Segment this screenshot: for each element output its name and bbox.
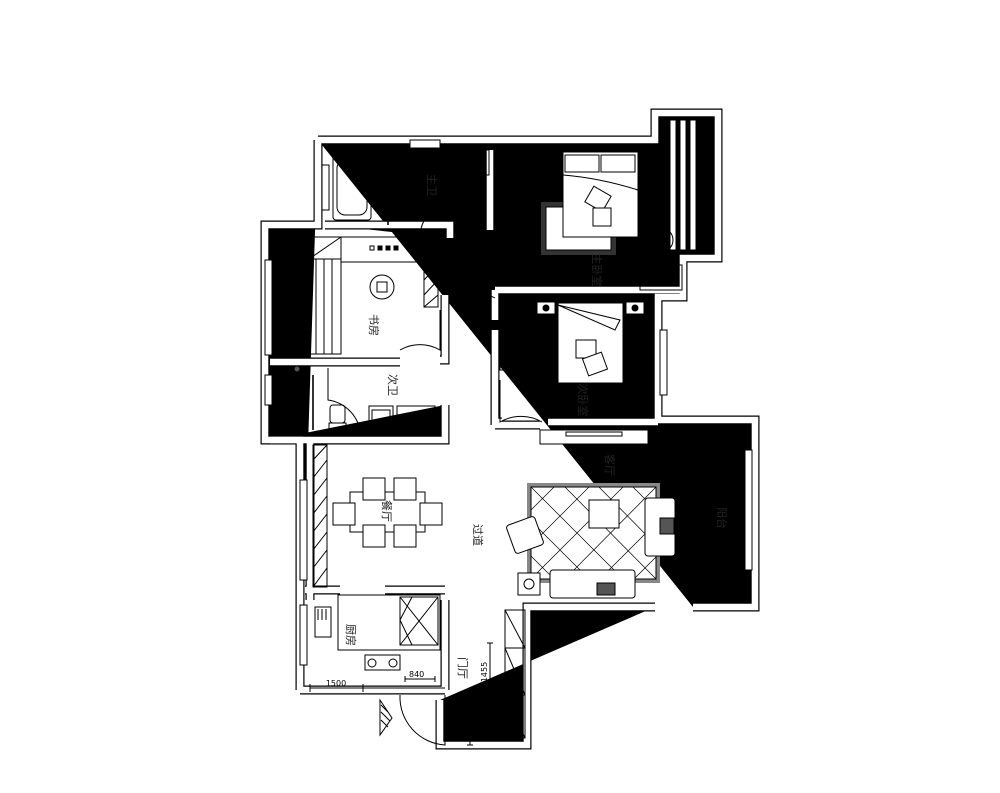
label-foyer: 门厅 (456, 657, 470, 679)
toilet-master (407, 151, 427, 178)
plant-living (654, 431, 733, 595)
bathtub (332, 154, 372, 221)
living-sofas (506, 497, 676, 599)
label-second-bedroom: 次卧室 (576, 384, 590, 417)
entry-arrow-icon (379, 698, 393, 737)
label-dining-room: 餐厅 (380, 500, 394, 522)
armchair-master (648, 227, 674, 253)
label-corridor: 过道 (471, 524, 485, 546)
label-living-room: 客厅 (603, 454, 617, 476)
kitchen-fixtures (314, 594, 441, 671)
dim-stove-offset: 840 (409, 670, 424, 679)
nightstands-master (540, 151, 660, 165)
dim-foyer-cabinet: 1455 (480, 662, 489, 682)
foyer-cabinet (504, 609, 526, 739)
room-labels: 主卫 主卧室 书房 次卫 次卧室 客厅 阳台 餐厅 过道 厨房 门厅 (344, 174, 729, 679)
label-master-bath: 主卫 (425, 174, 438, 196)
sink-master (440, 149, 490, 176)
dimension-lines (309, 642, 493, 746)
tv-cabinet-master (639, 264, 683, 291)
second-bath-fixtures (293, 365, 436, 434)
label-master-bedroom: 主卧室 (590, 254, 604, 287)
doors (327, 199, 543, 746)
bed-second (536, 301, 645, 384)
wardrobe-second (499, 299, 523, 371)
dim-entry-depth: 1270 (460, 714, 469, 734)
bookshelf-study (277, 236, 439, 355)
label-balcony: 阳台 (715, 507, 729, 529)
windows (264, 119, 753, 666)
dining-cabinet (312, 444, 328, 588)
label-study: 书房 (367, 314, 380, 336)
wardrobe-master (499, 151, 523, 228)
living-rug (527, 483, 660, 583)
label-kitchen: 厨房 (344, 624, 357, 646)
dimension-labels: 1500 840 1455 1270 (326, 662, 489, 734)
label-second-bath: 次卫 (386, 374, 400, 396)
bed-master (562, 151, 639, 238)
dining-table (332, 477, 443, 548)
dim-kitchen-width: 1500 (326, 679, 346, 688)
